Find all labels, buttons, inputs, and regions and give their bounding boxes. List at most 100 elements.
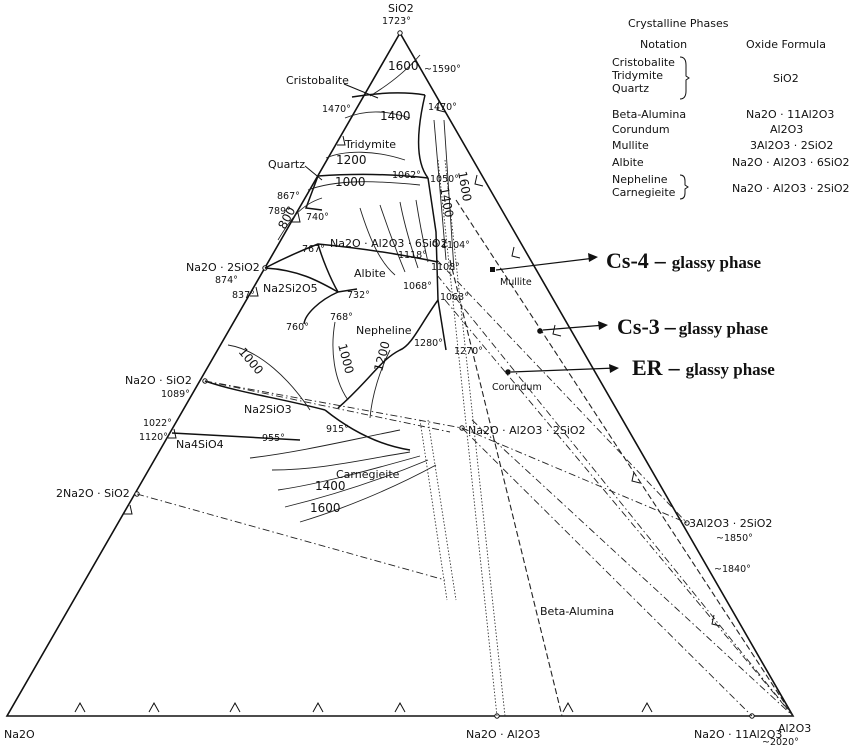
field-carnegieite: Carnegieite [336,468,400,481]
isotherm-1400-vert: 1400 [437,186,456,219]
field-tridymite: Tridymite [344,138,396,151]
er-arrow-head [609,364,619,373]
isotherm-1000-mid: 1000 [335,342,356,375]
compound-na2o-2sio2-temp: 874° [215,275,238,286]
er-label: ER–glassy phase [632,355,775,380]
key-name-quartz: Quartz [612,82,649,95]
compound-nepheline-join: Na2O · Al2O3 · 2SiO2 [468,424,586,437]
key-formula-nepheline: Na2O · Al2O3 · 2SiO2 [732,182,850,195]
temp-867: 867° [277,191,300,202]
temp-740: 740° [306,212,329,223]
key-name-corundum: Corundum [612,123,670,136]
isotherm-1400-low: 1400 [315,479,346,493]
cs4-marker [490,267,495,272]
annotation-cs3: Cs-3–glassy phase [537,314,769,339]
key-name-albite: Albite [612,156,644,169]
edge-ticks [74,100,721,713]
key-formula-mullite: 3Al2O3 · 2SiO2 [750,139,833,152]
compound-na2o-2sio2: Na2O · 2SiO2 [186,261,260,274]
temp-1470a: 1470° [322,104,351,115]
isotherm-1200-top: 1200 [336,153,367,167]
temp-1118: 1118° [398,250,427,261]
join-lines [136,259,794,717]
vertex-top-label: SiO2 [388,2,414,15]
field-boundaries [171,92,447,451]
key-name-cristobalite: Cristobalite [612,56,675,69]
temp-837: 837° [232,290,255,301]
field-quartz: Quartz [268,158,305,171]
key-col-formula: Oxide Formula [746,38,826,51]
temp-1120: 1120° [139,432,168,443]
temp-1050: 1050° [430,174,459,185]
key-brace-nepheline [679,174,689,200]
temp-789: 789° [268,206,291,217]
key-formula-silica: SiO2 [773,72,799,85]
key-formula-albite: Na2O · Al2O3 · 6SiO2 [732,156,850,169]
field-cristobalite: Cristobalite [286,74,349,87]
temp-955: 955° [262,433,285,444]
field-nepheline: Nepheline [356,324,412,337]
cs4-arrow-head [588,253,598,262]
compound-3al2o3-2sio2-temp: ~1850° [716,533,753,544]
key-col-notation: Notation [640,38,687,51]
temp-1104: 1104° [441,240,470,251]
key-title: Crystalline Phases [628,17,729,30]
key-name-beta-alumina: Beta-Alumina [612,108,686,121]
key-brace-silica [679,56,690,100]
temp-1470b: 1470° [428,102,457,113]
key-name-carnegieite: Carnegieite [612,186,676,199]
cs4-label: Cs-4–glassy phase [606,248,762,273]
er-arrow-line [510,367,617,373]
temp-760: 760° [286,322,309,333]
temp-1068: 1068° [403,281,432,292]
er-marker [505,369,511,375]
field-corundum: Corundum [492,382,542,393]
isotherm-1600-vert: 1600 [455,170,474,203]
key-formula-beta-alumina: Na2O · 11Al2O3 [746,108,834,121]
field-na2sio3: Na2SiO3 [244,403,292,416]
field-na2si2o5: Na2Si2O5 [263,282,318,295]
compound-na2o-11al2o3: Na2O · 11Al2O3 [694,728,782,741]
temp-1270: 1270° [454,346,483,357]
cs3-arrow-head [598,321,608,330]
temp-1063: 1063° [440,292,469,303]
cs4-arrow-line [495,257,596,271]
isotherm-1400-top: 1400 [380,109,411,123]
compound-na2o-sio2-temp: 1089° [161,389,190,400]
temp-767: 767° [302,244,325,255]
isotherm-lines [227,54,455,523]
vertex-bottom-right-temp: ~2020° [762,737,799,748]
temp-732: 732° [347,290,370,301]
compound-na2o-sio2: Na2O · SiO2 [125,374,192,387]
annotation-cs4: Cs-4–glassy phase [490,248,762,273]
isotherm-1600-top: 1600 [388,59,419,73]
temp-1108: 1108° [431,262,460,273]
key-formula-corundum: Al2O3 [770,123,803,136]
key-name-nepheline: Nepheline [612,173,668,186]
compound-2na2o-sio2: 2Na2O · SiO2 [56,487,130,500]
cs3-arrow-line [542,324,606,331]
temp-1280: 1280° [414,338,443,349]
annotation-er: ER–glassy phase [505,355,775,380]
compound-albite-join: Na2O · Al2O3 · 6SiO2 [330,237,448,250]
cs3-marker [537,328,543,334]
temp-1022: 1022° [143,418,172,429]
field-mullite: Mullite [500,277,532,288]
temp-1840: ~1840° [714,564,751,575]
compound-na2o-al2o3: Na2O · Al2O3 [466,728,540,741]
cristobalite-pointer [343,83,379,99]
vertex-top-temp: 1723° [382,16,411,27]
phase-key: Crystalline Phases Notation Oxide Formul… [611,17,850,200]
key-name-mullite: Mullite [612,139,649,152]
temp-915: 915° [326,424,349,435]
field-albite: Albite [354,267,386,280]
temp-768: 768° [330,312,353,323]
field-beta-alumina: Beta-Alumina [540,605,614,618]
field-na4sio4: Na4SiO4 [176,438,224,451]
ternary-triangle [5,31,795,717]
isotherm-1600-low: 1600 [310,501,341,515]
quartz-pointer [304,165,323,181]
isotherm-1000-top: 1000 [335,175,366,189]
vertex-bottom-left-label: Na2O [4,728,35,741]
vertex-bottom-right-label: Al2O3 [778,722,811,735]
